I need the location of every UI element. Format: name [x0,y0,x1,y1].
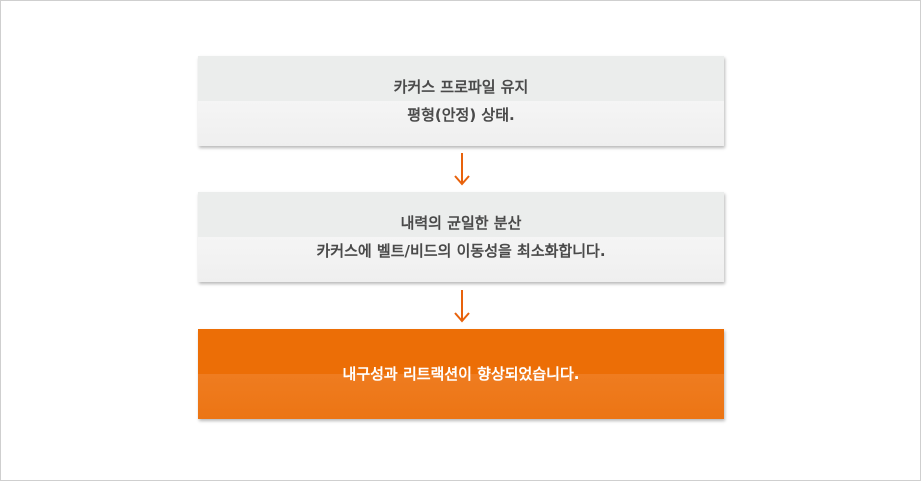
flow-step-2: 내력의 균일한 분산 카커스에 벨트/비드의 이동성을 최소화합니다. [198,192,724,282]
arrow-down-icon [454,290,470,323]
step-1-description: 평형(안정) 상태. [407,106,515,124]
flow-step-1: 카커스 프로파일 유지 평형(안정) 상태. [198,56,724,146]
step-1-title: 카커스 프로파일 유지 [393,78,529,96]
flow-step-3-result: 내구성과 리트랙션이 향상되었습니다. [198,329,724,419]
step-2-title: 내력의 균일한 분산 [400,214,522,232]
step-2-description: 카커스에 벨트/비드의 이동성을 최소화합니다. [316,242,606,260]
arrow-down-icon [454,153,470,186]
step-3-title: 내구성과 리트랙션이 향상되었습니다. [342,365,580,383]
